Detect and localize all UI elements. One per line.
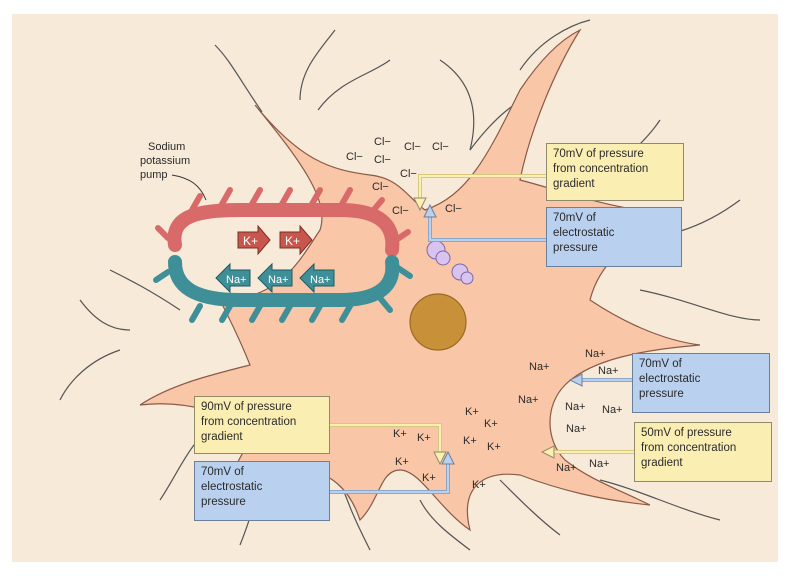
k-concentration-line-3: gradient <box>201 431 243 443</box>
k-ion: K+ <box>422 472 436 484</box>
cl-ion: Cl− <box>346 151 363 163</box>
k-concentration-line-1: 90mV of pressure <box>201 401 292 413</box>
pump-k-ion-1: K+ <box>243 234 258 248</box>
cl-ion: Cl− <box>432 141 449 153</box>
k-ion: K+ <box>465 406 479 418</box>
cl-concentration-box: 70mV of pressure from concentration grad… <box>546 143 684 201</box>
na-electrostatic-line-1: 70mV of <box>639 358 682 370</box>
sodium-potassium-pump: K+ K+ Na+ Na+ Na+ <box>153 187 413 323</box>
cl-ion: Cl− <box>404 141 421 153</box>
cl-ion: Cl− <box>445 203 462 215</box>
cl-ion: Cl− <box>374 136 391 148</box>
na-ion: Na+ <box>518 394 539 406</box>
cl-concentration-line-1: 70mV of pressure <box>553 148 644 160</box>
k-electrostatic-line-1: 70mV of <box>201 466 244 478</box>
na-ion: Na+ <box>556 462 577 474</box>
na-concentration-box: 50mV of pressure from concentration grad… <box>634 422 772 482</box>
pump-label-line-2: potassium <box>140 155 190 167</box>
cl-ion: Cl− <box>372 181 389 193</box>
cl-ion: Cl− <box>392 205 409 217</box>
k-electrostatic-line-2: electrostatic <box>201 481 263 493</box>
na-electrostatic-box: 70mV of electrostatic pressure <box>632 353 770 413</box>
k-concentration-line-2: from concentration <box>201 416 297 428</box>
cl-ion: Cl− <box>374 154 391 166</box>
cl-concentration-line-3: gradient <box>553 178 595 190</box>
k-ion: K+ <box>395 456 409 468</box>
na-ion: Na+ <box>529 361 550 373</box>
k-ion: K+ <box>463 435 477 447</box>
k-electrostatic-box: 70mV of electrostatic pressure <box>194 461 330 521</box>
pump-label-leader <box>171 174 207 201</box>
k-arrows <box>330 423 455 494</box>
cl-concentration-line-2: from concentration <box>553 163 649 175</box>
na-concentration-line-3: gradient <box>641 457 683 469</box>
k-ion: K+ <box>417 432 431 444</box>
k-ions: K+ K+ K+ K+ K+ K+ K+ K+ K+ <box>393 406 501 491</box>
na-concentration-line-2: from concentration <box>641 442 737 454</box>
k-ion: K+ <box>487 441 501 453</box>
k-ion: K+ <box>472 479 486 491</box>
cl-arrows <box>413 174 546 242</box>
pump-label-line-1: Sodium <box>148 141 185 153</box>
na-concentration-line-1: 50mV of pressure <box>641 427 732 439</box>
na-ions: Na+ Na+ Na+ Na+ Na+ Na+ Na+ Na+ Na+ <box>518 348 623 474</box>
pump-na-ion-3: Na+ <box>310 274 331 286</box>
na-ion: Na+ <box>565 401 586 413</box>
nucleus <box>409 293 467 351</box>
cl-electrostatic-box: 70mV of electrostatic pressure <box>546 207 682 267</box>
pump-label-line-3: pump <box>140 169 168 181</box>
cl-electrostatic-line-2: electrostatic <box>553 227 615 239</box>
k-ion: K+ <box>484 418 498 430</box>
cl-electrostatic-line-1: 70mV of <box>553 212 596 224</box>
k-concentration-box: 90mV of pressure from concentration grad… <box>194 396 330 454</box>
pump-k-ion-2: K+ <box>285 234 300 248</box>
cl-electrostatic-line-3: pressure <box>553 242 598 254</box>
pump-na-ion-1: Na+ <box>226 274 247 286</box>
cl-ions: Cl− Cl− Cl− Cl− Cl− Cl− Cl− Cl− Cl− <box>346 136 462 217</box>
k-electrostatic-line-3: pressure <box>201 496 246 508</box>
na-electrostatic-line-3: pressure <box>639 388 684 400</box>
na-ion: Na+ <box>598 365 619 377</box>
cl-ion: Cl− <box>400 168 417 180</box>
vesicles <box>426 240 474 285</box>
na-ion: Na+ <box>602 404 623 416</box>
na-ion: Na+ <box>585 348 606 360</box>
na-arrows <box>540 373 634 459</box>
na-electrostatic-line-2: electrostatic <box>639 373 701 385</box>
k-ion: K+ <box>393 428 407 440</box>
pump-na-ion-2: Na+ <box>268 274 289 286</box>
na-ion: Na+ <box>589 458 610 470</box>
na-ion: Na+ <box>566 423 587 435</box>
